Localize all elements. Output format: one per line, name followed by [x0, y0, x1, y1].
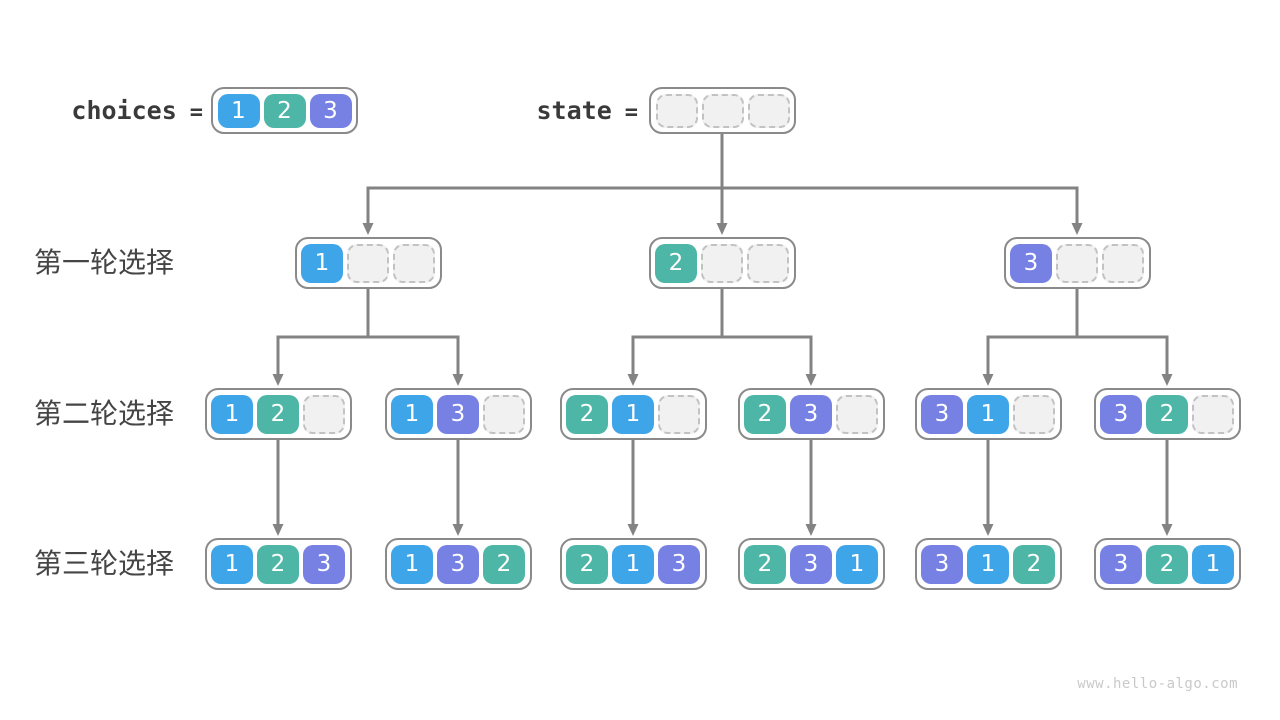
empty-cell: [1056, 243, 1098, 283]
value-cell: 3: [921, 544, 963, 584]
value-cell: 1: [967, 394, 1009, 434]
watermark: www.hello-algo.com: [1077, 676, 1238, 692]
empty-cell: [658, 394, 700, 434]
value-cell: 1: [211, 394, 253, 434]
state-array: [649, 87, 796, 134]
empty-cell: [1013, 394, 1055, 434]
choices-equals-sign: =: [189, 100, 203, 125]
tree-edge: [366, 289, 464, 386]
tree-edge: [272, 289, 370, 386]
value-cell: 2: [744, 544, 786, 584]
choices-label: choices =: [0, 87, 203, 134]
tree-edge: [362, 134, 724, 235]
value-cell: 3: [790, 544, 832, 584]
value-cell: 2: [566, 394, 608, 434]
value-cell: 3: [437, 544, 479, 584]
choices-label-text: choices: [71, 96, 177, 125]
value-cell: 2: [744, 394, 786, 434]
value-cell: 1: [391, 394, 433, 434]
state-label: state =: [410, 87, 638, 134]
value-cell: 3: [1010, 243, 1052, 283]
value-cell: 2: [1146, 394, 1188, 434]
empty-cell: [701, 93, 744, 128]
empty-cell: [747, 243, 789, 283]
empty-cell: [747, 93, 790, 128]
value-cell: 3: [303, 544, 345, 584]
value-cell: 2: [257, 544, 299, 584]
empty-cell: [701, 243, 743, 283]
value-cell: 1: [391, 544, 433, 584]
empty-cell: [1192, 394, 1234, 434]
value-cell: 3: [437, 394, 479, 434]
value-cell: 2: [257, 394, 299, 434]
value-cell: 2: [263, 93, 306, 128]
value-cell: 1: [967, 544, 1009, 584]
state-node: 2: [648, 237, 796, 289]
value-cell: 1: [612, 394, 654, 434]
value-cell: 3: [1100, 394, 1142, 434]
value-cell: 3: [921, 394, 963, 434]
state-equals-sign: =: [624, 100, 638, 125]
value-cell: 2: [483, 544, 525, 584]
empty-cell: [836, 394, 878, 434]
state-label-text: state: [536, 96, 612, 125]
round-label-3: 第三轮选择: [34, 547, 175, 580]
state-node: 3: [1003, 237, 1151, 289]
value-cell: 2: [1146, 544, 1188, 584]
value-cell: 1: [1192, 544, 1234, 584]
empty-cell: [655, 93, 698, 128]
value-cell: 1: [612, 544, 654, 584]
tree-edge: [1075, 289, 1173, 386]
empty-cell: [303, 394, 345, 434]
empty-cell: [1102, 243, 1144, 283]
value-cell: 3: [790, 394, 832, 434]
round-label-1: 第一轮选择: [34, 246, 175, 279]
tree-edge: [720, 289, 817, 386]
value-cell: 1: [217, 93, 260, 128]
value-cell: 1: [211, 544, 253, 584]
value-cell: 3: [1100, 544, 1142, 584]
empty-cell: [347, 243, 389, 283]
tree-edge: [720, 134, 1083, 235]
round-label-2: 第二轮选择: [34, 397, 175, 430]
tree-edge: [627, 289, 724, 386]
tree-edge: [982, 289, 1079, 386]
value-cell: 2: [1013, 544, 1055, 584]
value-cell: 1: [301, 243, 343, 283]
value-cell: 1: [836, 544, 878, 584]
value-cell: 3: [309, 93, 352, 128]
state-node: 1: [294, 237, 442, 289]
value-cell: 3: [658, 544, 700, 584]
empty-cell: [483, 394, 525, 434]
empty-cell: [393, 243, 435, 283]
value-cell: 2: [566, 544, 608, 584]
value-cell: 2: [655, 243, 697, 283]
